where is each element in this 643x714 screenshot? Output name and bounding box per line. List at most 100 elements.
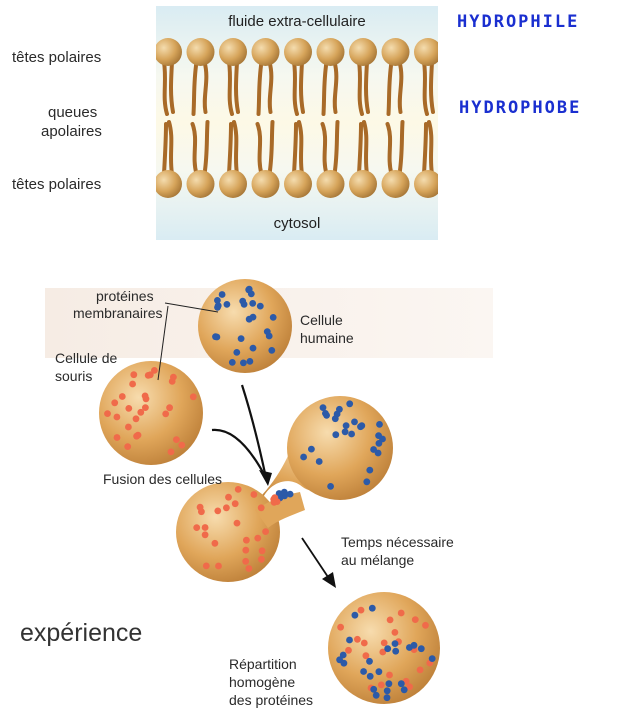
protein-dot: [275, 490, 283, 497]
protein-dot: [178, 441, 186, 449]
protein-dot: [130, 371, 138, 379]
protein-dot: [308, 445, 315, 453]
protein-dot: [240, 301, 248, 308]
protein-dot: [146, 371, 154, 379]
label-time-line2: au mélange: [341, 552, 415, 568]
protein-dot: [201, 524, 209, 531]
protein-dot: [269, 314, 277, 321]
protein-dot: [243, 536, 250, 544]
protein-dot: [417, 645, 425, 653]
protein-dot: [336, 405, 343, 413]
arrow-fusion-head: [259, 470, 272, 486]
lipid-tail: [227, 60, 234, 116]
label-result-line3: des protéines: [229, 692, 314, 708]
protein-dot: [351, 611, 359, 619]
label-proteins-line1: protéines: [96, 288, 154, 304]
membrane-top-label: fluide extra-cellulaire: [228, 13, 366, 30]
protein-dot: [104, 410, 111, 417]
protein-dot: [242, 557, 250, 565]
protein-dot: [354, 635, 361, 643]
protein-dot: [422, 621, 429, 629]
lipid-tail: [190, 122, 199, 176]
protein-dot: [332, 431, 340, 439]
protein-dot: [231, 500, 239, 508]
protein-dot: [319, 404, 327, 411]
protein-dot: [383, 694, 391, 702]
protein-dot: [323, 412, 330, 419]
protein-dot: [386, 671, 393, 679]
protein-dot: [246, 358, 254, 365]
protein-dot: [346, 636, 353, 644]
protein-dot: [201, 531, 209, 539]
protein-dot: [240, 359, 247, 367]
membrane-bottom-label: cytosol: [274, 215, 321, 232]
protein-dot: [170, 373, 177, 381]
arrow-mixing: [301, 537, 331, 581]
protein-dot: [233, 349, 241, 356]
polar-head: [186, 38, 215, 66]
label-time-line1: Temps nécessaire: [341, 534, 454, 550]
protein-dot: [113, 434, 121, 441]
protein-dot: [336, 656, 343, 664]
protein-dot: [357, 606, 365, 614]
protein-dot: [218, 291, 226, 298]
annotation-hydrophile: HYDROPHILE: [457, 12, 580, 32]
polar-head: [219, 170, 247, 198]
protein-dot: [391, 629, 399, 636]
label-result-line2: homogène: [229, 674, 296, 690]
protein-dot: [151, 367, 158, 374]
label-heads-bottom: têtes polaires: [12, 176, 102, 193]
protein-dot: [142, 404, 149, 411]
lipid-tail: [167, 120, 174, 176]
protein-dot: [280, 488, 288, 496]
protein-dot: [137, 408, 145, 416]
protein-dot: [228, 359, 236, 366]
lipid-tail: [191, 60, 199, 116]
protein-dot: [262, 528, 269, 535]
protein-dot: [258, 547, 266, 555]
protein-dot: [339, 651, 347, 659]
protein-dot: [416, 666, 424, 674]
lipid-tail: [427, 120, 434, 176]
protein-dot: [397, 680, 405, 688]
protein-dot: [234, 486, 242, 493]
lipid-tail: [429, 60, 435, 114]
lipid-tail: [292, 60, 299, 116]
lipid-tail: [227, 122, 233, 176]
label-human-line2: humaine: [300, 330, 354, 346]
protein-dot: [392, 647, 400, 655]
arrow-mixing-head: [322, 572, 336, 588]
protein-dot: [162, 410, 170, 418]
protein-dot: [391, 640, 399, 647]
human-cell: [198, 279, 292, 373]
protein-dot: [383, 687, 391, 695]
protein-dot: [215, 562, 222, 570]
label-tails-line1: queues: [48, 104, 98, 121]
protein-dot: [214, 302, 222, 310]
protein-dot: [384, 645, 392, 653]
lipid-tail: [321, 60, 329, 116]
protein-dot: [254, 534, 262, 542]
protein-dot: [385, 680, 393, 688]
protein-dot: [370, 446, 377, 453]
protein-dot: [223, 301, 231, 308]
protein-dot: [250, 491, 258, 498]
polar-head: [316, 38, 345, 66]
protein-dot: [270, 495, 278, 503]
protein-dot: [406, 683, 413, 691]
protein-dot: [189, 393, 197, 401]
lipid-tail: [162, 122, 168, 176]
lipid-tail: [385, 122, 394, 176]
polar-head: [414, 170, 438, 198]
protein-dot: [363, 478, 371, 486]
lipid-tail: [397, 120, 405, 176]
protein-dot: [366, 657, 373, 665]
lipid-tail: [299, 60, 305, 114]
lipid-tail: [364, 60, 370, 114]
protein-dot: [372, 691, 380, 699]
protein-dot: [214, 507, 222, 515]
protein-dot: [141, 392, 149, 400]
protein-dot: [166, 404, 174, 412]
protein-dot: [223, 504, 230, 512]
lipid-tail: [357, 122, 363, 176]
